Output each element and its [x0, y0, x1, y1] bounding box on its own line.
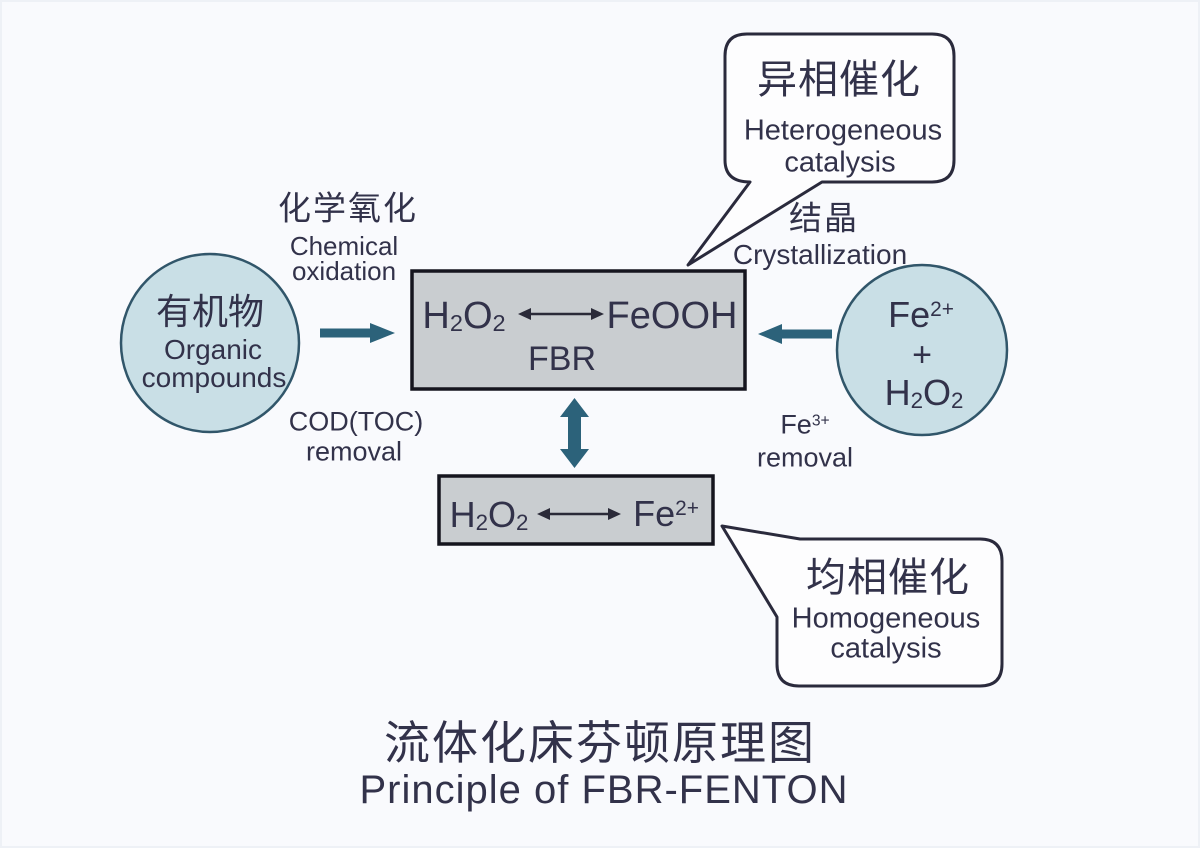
formula-part: Fe: [888, 294, 931, 335]
cod-removal-label-2: removal: [305, 436, 403, 467]
reagent-circle-h2o2-formula: H2O2: [884, 372, 964, 414]
equilibrium-arrow-fbr: [518, 308, 604, 320]
formula-subscript: 2: [516, 510, 529, 536]
formula-superscript: 3+: [811, 412, 830, 430]
chemical-oxidation-label-en2: oxidation: [291, 256, 397, 286]
homogeneous-bubble: [720, 524, 1004, 688]
chemical-oxidation-label-zh: 化学氧化: [278, 189, 418, 227]
equilibrium-arrow-regeneration-right-head: [608, 508, 621, 520]
formula-subscript: 2: [492, 310, 506, 337]
fbr-box-feooh-label: FeOOH: [606, 295, 738, 337]
formula-superscript: 2+: [930, 298, 954, 322]
formula-subscript: 2: [449, 310, 463, 337]
fbr-box-fbr-label: FBR: [528, 340, 596, 378]
formula-part: O: [922, 372, 952, 413]
formula-part: Fe: [633, 493, 676, 534]
reagent-circle-plus: +: [912, 336, 932, 374]
regeneration-box-fe2-formula: Fe2+: [633, 496, 699, 532]
heterogeneous-bubble: [686, 32, 956, 267]
formula-part: O: [462, 295, 493, 337]
heterogeneous-bubble-en2: catalysis: [784, 146, 896, 179]
formula-part: Fe: [780, 409, 812, 440]
formula-subscript: 2: [475, 510, 488, 536]
organic-circle-label-en2: compounds: [141, 362, 287, 393]
fe3-removal-label-2: removal: [756, 442, 854, 473]
diagram-title-zh: 流体化床芬顿原理图: [384, 717, 816, 769]
chemical-oxidation-label-en1: Chemical: [289, 231, 399, 261]
homogeneous-bubble-en1: Homogeneous: [791, 602, 981, 635]
formula-part: H: [422, 295, 450, 337]
regeneration-box-h2o2-formula: H2O2: [449, 494, 529, 536]
reagent-circle-fe2-formula: Fe2+: [888, 297, 954, 333]
heterogeneous-bubble-zh: 异相催化: [757, 58, 921, 102]
crystallization-label-en: Crystallization: [732, 239, 908, 270]
fe3-removal-label-1: Fe3+: [780, 409, 830, 440]
diagram-title-en: Principle of FBR-FENTON: [359, 768, 849, 812]
equilibrium-arrow-regeneration: [537, 508, 621, 520]
arrow-reagent-to-fbr: [758, 324, 832, 344]
organic-circle-label-en1: Organic: [163, 334, 263, 365]
arrow-fbr-regeneration-bidirectional: [560, 398, 589, 468]
formula-superscript: 2+: [675, 497, 699, 521]
crystallization-label-zh: 结晶: [789, 199, 859, 237]
heterogeneous-bubble-en1: Heterogeneous: [743, 114, 943, 147]
formula-subscript: 2: [951, 388, 964, 414]
formula-part: O: [487, 494, 517, 535]
equilibrium-arrow-regeneration-left-head: [537, 508, 550, 520]
equilibrium-arrow-fbr-left-head: [518, 308, 531, 320]
cod-removal-label-1: COD(TOC): [288, 406, 424, 437]
formula-part: H: [449, 494, 476, 535]
homogeneous-bubble-en2: catalysis: [830, 632, 942, 665]
fbr-reactor-box: [410, 269, 747, 391]
organic-circle-label-zh: 有机物: [155, 291, 265, 332]
regeneration-box: [437, 474, 715, 546]
arrow-organic-to-fbr: [320, 323, 395, 343]
reagent-circle: [835, 263, 1009, 437]
homogeneous-bubble-zh: 均相催化: [806, 556, 970, 600]
formula-subscript: 2: [910, 388, 923, 414]
formula-part: H: [884, 372, 911, 413]
fbr-box-h2o2-formula: H2O2: [422, 297, 505, 335]
organic-compounds-circle: [119, 252, 301, 434]
equilibrium-arrow-fbr-right-head: [591, 308, 604, 320]
